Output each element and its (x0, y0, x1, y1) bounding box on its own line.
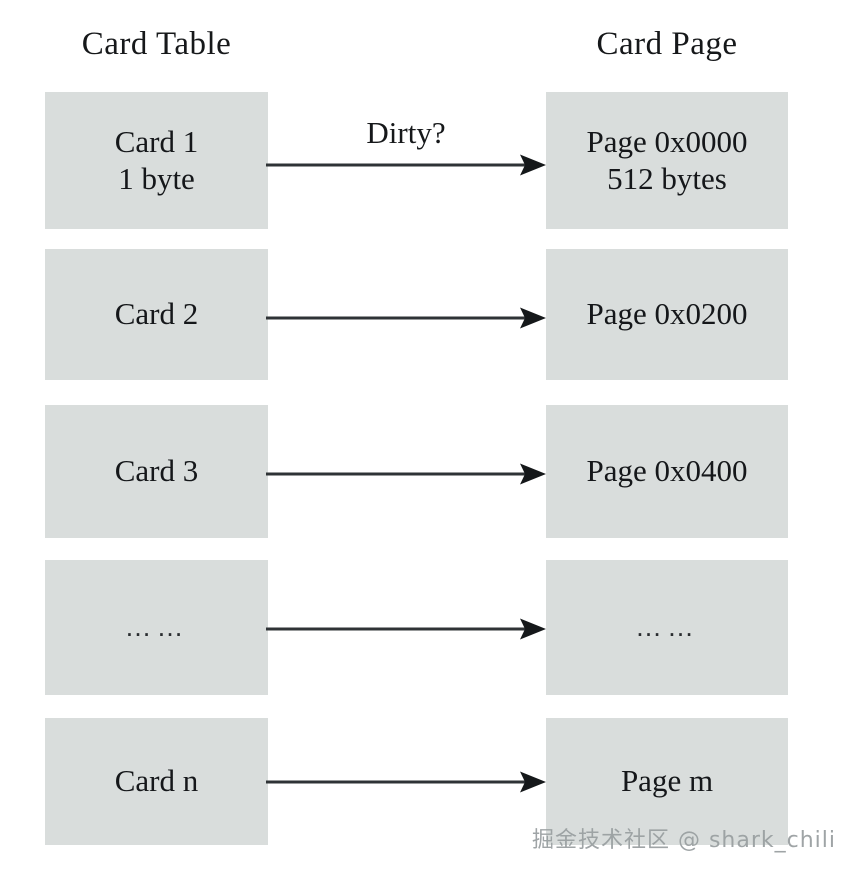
cell-line: Page m (620, 763, 714, 799)
card-table-cell: Card 1 1 byte (45, 92, 268, 229)
card-table-cell: Card n (45, 718, 268, 845)
cell-line: Page 0x0400 (586, 453, 748, 489)
mapping-arrow (266, 154, 546, 176)
cell-line: Card 3 (114, 453, 199, 489)
cell-line: 1 byte (118, 160, 195, 196)
ellipsis-text: …… (124, 611, 189, 642)
column-heading-card-table: Card Table (81, 26, 232, 62)
mapping-arrow (266, 618, 546, 640)
card-page-cell: Page 0x0000 512 bytes (546, 92, 788, 229)
card-page-cell: Page m (546, 718, 788, 845)
cell-line: Card 1 (114, 123, 199, 159)
cell-line: 512 bytes (607, 160, 727, 196)
card-table-cell: …… (45, 560, 268, 695)
cell-line: Card 2 (114, 296, 199, 332)
cell-line: Card n (114, 763, 199, 799)
ellipsis-text: …… (635, 611, 699, 642)
card-page-cell: …… (546, 560, 788, 695)
card-page-cell: Page 0x0400 (546, 405, 788, 538)
mapping-arrow (266, 307, 546, 329)
card-page-cell: Page 0x0200 (546, 249, 788, 380)
card-table-cell: Card 2 (45, 249, 268, 380)
mapping-arrow (266, 463, 546, 485)
cell-line: Page 0x0000 (586, 123, 748, 159)
card-table-cell: Card 3 (45, 405, 268, 538)
watermark-text: 掘金技术社区 @ shark_chili (531, 828, 836, 853)
mapping-arrow (266, 771, 546, 793)
cell-line: Page 0x0200 (586, 296, 748, 332)
column-heading-card-page: Card Page (596, 26, 738, 62)
arrow-label-dirty: Dirty? (366, 115, 446, 150)
